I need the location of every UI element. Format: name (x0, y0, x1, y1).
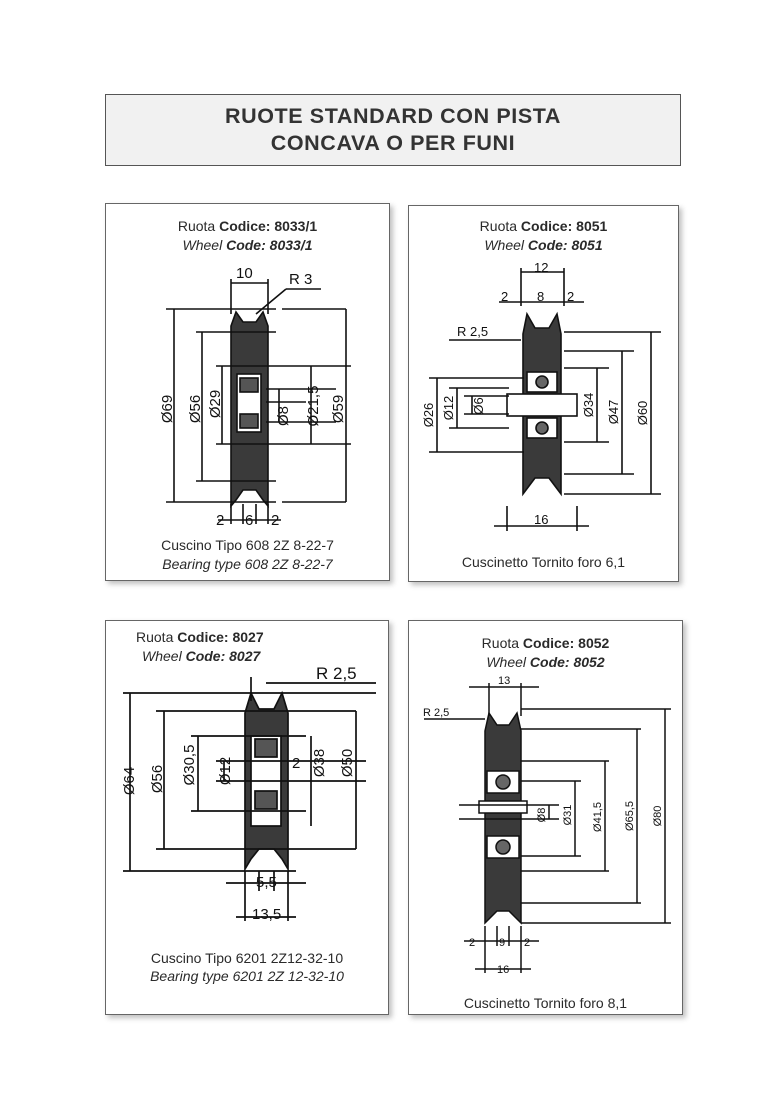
technical-drawing-8027: R 2,5 Ø64 Ø56 Ø30,5 Ø12 2 Ø38 Ø50 5,5 13… (121, 664, 376, 923)
card-caption-it: Ruota Codice: 8027 (136, 629, 264, 645)
dim-bore-dia: Ø6 (471, 397, 486, 414)
dim-groove-width: 5,5 (256, 874, 277, 891)
dim-total-width: 16 (497, 964, 509, 976)
dim-outer-dia: Ø60 (635, 401, 650, 426)
dim-hub-dia: Ø30,5 (181, 745, 198, 786)
wheel-card-8051: Ruota Codice: 8051 Wheel Code: 8051 (408, 205, 679, 582)
dim-radius: R 2,5 (457, 324, 488, 339)
dim-outer-dia: Ø69 (159, 395, 176, 423)
dim-offset: 2 (292, 755, 300, 772)
dim-boss-dia: Ø12 (441, 396, 456, 421)
technical-drawing-8051: 12 2 8 2 R 2,5 Ø26 Ø12 Ø6 Ø34 Ø47 Ø60 16 (421, 260, 661, 531)
dim-flange-dia: Ø50 (339, 749, 356, 777)
dim-flange-dia: Ø59 (330, 395, 347, 423)
dim-bottom-2: 6 (245, 512, 253, 529)
wheel-card-8027: Ruota Codice: 8027 Wheel Code: 8027 (105, 620, 389, 1015)
dim-hub-dia: Ø26 (421, 403, 436, 428)
page-title-line-2: CONCAVA O PER FUNI (270, 131, 516, 155)
page-title-line-1: RUOTE STANDARD CON PISTA (224, 104, 562, 128)
dim-bottom-1: 2 (216, 512, 224, 529)
dim-total-width: 13,5 (252, 906, 281, 923)
dim-inner-dia: Ø34 (581, 393, 596, 418)
card-caption-it: Ruota Codice: 8052 (481, 635, 610, 651)
dim-bottom-3: 2 (271, 512, 279, 529)
card-footer-2: Bearing type 608 2Z 8-22-7 (162, 556, 333, 572)
card-footer-1: Cuscino Tipo 608 2Z 8-22-7 (161, 537, 334, 553)
wheel-card-8033-1: Ruota Codice: 8033/1 Wheel Code: 8033/1 (105, 203, 390, 581)
dim-outer-dia: Ø64 (121, 767, 138, 795)
card-caption-en: Wheel Code: 8051 (484, 237, 603, 253)
dim-outer-dia: Ø80 (652, 806, 664, 827)
dim-groove-dia: Ø56 (187, 395, 204, 423)
dim-width: 12 (534, 260, 548, 275)
dim-hub-dia: Ø31 (562, 805, 574, 826)
card-footer-1: Cuscino Tipo 6201 2Z12-32-10 (150, 950, 344, 966)
dim-radius: R 2,5 (316, 664, 357, 683)
card-footer-1: Cuscinetto Tornito foro 6,1 (461, 554, 626, 570)
dim-bearing-dia: Ø21,5 (305, 386, 322, 427)
card-caption-it: Ruota Codice: 8033/1 (177, 218, 318, 234)
dim-hub-dia: Ø29 (207, 390, 224, 418)
card-caption-en: Wheel Code: 8027 (142, 648, 261, 664)
card-caption-it: Ruota Codice: 8051 (479, 218, 608, 234)
dim-bore-dia: Ø8 (536, 808, 548, 823)
dim-radius: R 2,5 (423, 707, 449, 719)
dim-bottom-1: 2 (469, 937, 475, 949)
page-title-box: RUOTE STANDARD CON PISTA CONCAVA O PER F… (105, 94, 681, 166)
dim-bottom-3: 2 (524, 937, 530, 949)
dim-bottom-width: 16 (534, 512, 548, 527)
dim-bearing-dia: Ø38 (311, 749, 328, 777)
dim-bearing-dia: Ø41,5 (592, 802, 604, 832)
dim-groove-dia: Ø47 (606, 400, 621, 425)
wheel-card-8052: Ruota Codice: 8052 Wheel Code: 8052 (408, 620, 683, 1015)
dim-groove-dia: Ø65,5 (624, 801, 636, 831)
dim-bore-dia: Ø12 (217, 757, 234, 785)
card-footer-2: Bearing type 6201 2Z 12-32-10 (150, 968, 344, 984)
technical-drawing-8052: 13 R 2,5 Ø8 Ø31 Ø41,5 Ø65,5 Ø80 2 9 2 16 (423, 675, 671, 976)
dim-width: 10 (236, 265, 253, 282)
dim-radius: R 3 (289, 271, 312, 288)
dim-rim-1: 2 (501, 289, 508, 304)
dim-rim-2: 2 (567, 289, 574, 304)
dim-bottom-2: 9 (499, 937, 505, 949)
dim-groove-dia: Ø56 (149, 765, 166, 793)
dim-groove: 8 (537, 289, 544, 304)
card-caption-en: Wheel Code: 8052 (486, 654, 605, 670)
card-footer-1: Cuscinetto Tornito foro 8,1 (463, 995, 628, 1011)
card-caption-en: Wheel Code: 8033/1 (182, 237, 313, 253)
technical-drawing-8033-1: 10 R 3 Ø69 Ø56 Ø29 Ø8 Ø21,5 Ø59 2 6 2 (159, 265, 351, 529)
dim-width: 13 (498, 675, 510, 687)
dim-bore-dia: Ø8 (275, 406, 292, 426)
